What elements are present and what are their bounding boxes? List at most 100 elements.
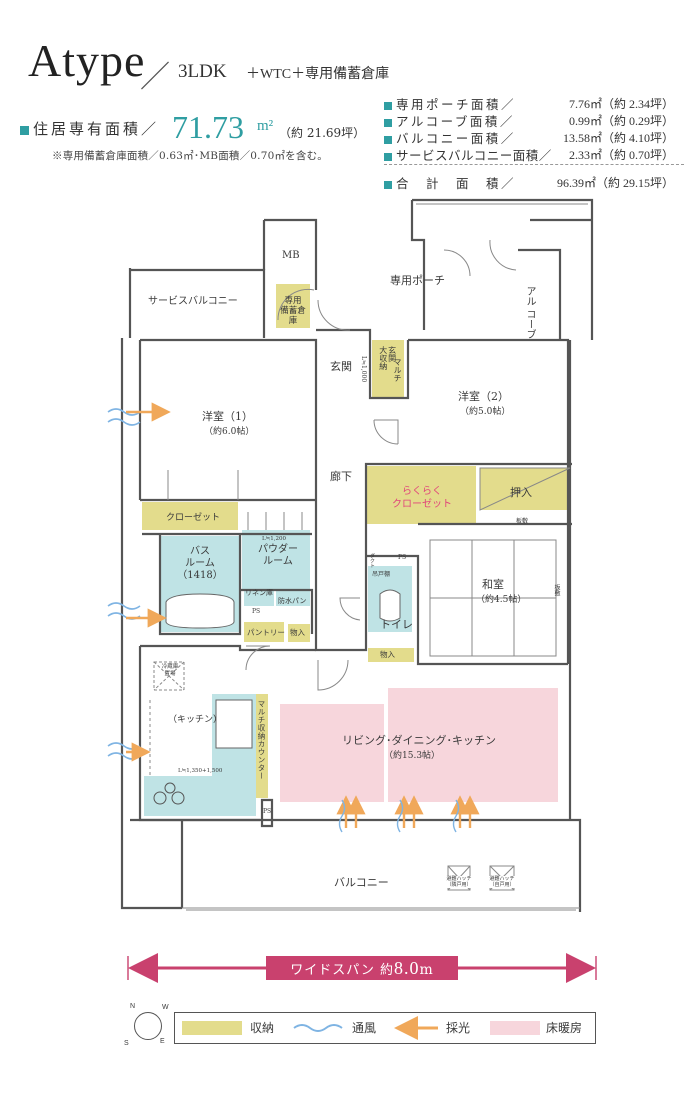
sub-area-label: アルコーブ面積／ — [396, 114, 515, 129]
sub-area-label: 専用ポーチ面積／ — [396, 97, 517, 112]
room-western-1-size: （約6.0帖） — [204, 427, 255, 437]
wide-span-text: ワイドスパン 約 — [290, 963, 394, 978]
duct-label: ダクト — [369, 553, 375, 568]
bullet-square-icon — [384, 118, 392, 127]
room-service-balcony: サービスバルコニー — [148, 296, 238, 307]
total-area: 合 計 面 積／ — [384, 173, 516, 192]
room-western-2-size: （約5.0帖） — [460, 407, 511, 417]
multi-storage-counter: マルチ収納カウンター — [257, 700, 266, 780]
legend-box — [174, 1012, 596, 1044]
room-mono-2: 物入 — [380, 650, 395, 659]
bullet-square-icon — [384, 152, 392, 161]
room-western-1: 洋室（1） — [202, 410, 253, 423]
plan-suffix: ＋WTC＋専用備蓄倉庫 — [246, 67, 390, 82]
wet-areas — [144, 530, 412, 816]
wide-span-badge — [266, 956, 458, 980]
room-pantry: パントリー — [247, 628, 285, 637]
sub-area-alcove-value: 0.99㎡（約 0.29坪） — [568, 114, 674, 128]
area-divider — [384, 164, 684, 165]
sub-area-service-balcony-value: 2.33㎡（約 0.70坪） — [568, 148, 674, 162]
main-area-tsubo: （約 21.69坪） — [279, 126, 366, 140]
wide-span-value: 8.0 — [394, 958, 420, 978]
legend-floor-heating-label: 床暖房 — [546, 1021, 583, 1035]
legend-ventilation-label: 通風 — [352, 1021, 377, 1035]
wide-span-label: ワイドスパン 約8.0m — [266, 958, 458, 979]
room-washitsu: 和室 — [482, 578, 504, 591]
bullet-square-icon — [20, 125, 29, 135]
room-genkan-storage: 玄関 大収納 — [378, 346, 397, 370]
compass-w: W — [162, 1004, 169, 1011]
room-mb: MB — [282, 250, 300, 261]
plan-type: 3LDK — [178, 61, 227, 82]
escape-hatch-2: 避難ハッチ （自戸用） — [488, 876, 516, 888]
room-oshiire: 押入 — [510, 486, 532, 499]
room-itadoko-1: 板敷 — [516, 518, 529, 525]
ps-3: PS — [263, 808, 272, 815]
legend-floor-heating-swatch — [490, 1021, 540, 1035]
room-alcove-text: アル コーブ — [524, 286, 535, 340]
room-hanging-shelf: 吊戸棚 — [372, 571, 391, 578]
compass-icon — [134, 1012, 162, 1040]
main-area-unit: m² — [257, 118, 274, 134]
legend-storage-label: 収納 — [250, 1021, 275, 1035]
room-powder: パウダー ルーム — [258, 544, 298, 567]
room-rakuraku-closet: らくらく クローゼット — [392, 486, 452, 510]
room-closet: クローゼット — [166, 513, 221, 523]
walls — [120, 198, 594, 912]
sub-area-alcove: アルコーブ面積／ — [384, 111, 515, 130]
room-bath: バス ルーム （1418） — [177, 546, 223, 581]
sub-area-service-balcony: サービスバルコニー面積／ — [384, 145, 552, 164]
sub-area-balcony-value: 13.58㎡（約 4.10坪） — [562, 131, 674, 145]
main-area-label-text: 住居専有面積／ — [33, 120, 160, 138]
main-area-label: 住居専有面積／ — [20, 118, 159, 139]
bullet-square-icon — [384, 101, 392, 110]
room-toilet: トイレ — [380, 618, 413, 631]
room-bouhan: 防水パン — [278, 597, 307, 605]
room-multi: マルチ — [393, 358, 402, 382]
sub-area-porch: 専用ポーチ面積／ — [384, 94, 516, 113]
wide-span-unit: m — [419, 962, 434, 978]
legend-storage-swatch — [182, 1021, 242, 1035]
compass-e: E — [160, 1038, 165, 1045]
room-linen: リネン庫 — [245, 589, 273, 597]
room-genkan: 玄関 — [330, 360, 352, 373]
ps-1: PS — [252, 608, 261, 615]
room-kitchen: （キッチン） — [168, 715, 223, 725]
bullet-square-icon — [384, 135, 392, 144]
sub-area-label: サービスバルコニー面積／ — [396, 148, 552, 163]
type-title: Atype — [28, 35, 146, 86]
vertical-ventilation — [338, 799, 460, 833]
main-area-value: 71.73 — [172, 109, 244, 145]
genkan-dimension: L≒1,000 — [360, 356, 367, 383]
sub-area-balcony: バルコニー面積／ — [384, 128, 516, 147]
room-ldk: リビング･ダイニング･キッチン — [342, 734, 496, 747]
ventilation-marks — [107, 408, 141, 760]
escape-hatch-1: 避難ハッチ （隣戸用） — [446, 876, 472, 888]
compass-s: S — [124, 1040, 129, 1047]
daylight-arrows — [126, 402, 480, 828]
stove-burners — [153, 782, 185, 805]
powder-dimension: L≒1,200 — [262, 536, 287, 542]
title-slash: ／ — [140, 60, 170, 95]
sub-area-porch-value: 7.76㎡（約 2.34坪） — [568, 97, 674, 111]
room-porch: 専用ポーチ — [390, 274, 445, 287]
sub-area-label: バルコニー面積／ — [396, 131, 516, 146]
room-ldk-size: （約15.3帖） — [384, 751, 441, 761]
room-alcove: アル コーブ — [522, 286, 537, 339]
floor-heating-zone-1 — [280, 704, 384, 802]
room-itadoko-2: 板敷 — [553, 584, 560, 596]
room-western-2: 洋室（2） — [458, 390, 509, 403]
area-note: ※専用備蓄倉庫面積／0.63㎡･MB面積／0.70㎡を含む。 — [52, 150, 328, 162]
fridge-space: 冷蔵庫 置場 — [161, 664, 179, 677]
total-area-value: 96.39㎡（約 29.15坪） — [556, 176, 674, 190]
kitchen-dimension: L≒1,350+1,500 — [178, 768, 223, 774]
ps-2: PS — [398, 554, 407, 561]
floor-heating-zone-2 — [388, 688, 558, 802]
legend-daylight-label: 採光 — [446, 1021, 471, 1035]
total-area-label: 合 計 面 積／ — [396, 176, 517, 191]
bullet-square-icon — [384, 180, 392, 189]
room-balcony: バルコニー — [334, 876, 389, 889]
room-hallway: 廊下 — [330, 470, 352, 483]
compass-n: N — [130, 1003, 136, 1010]
